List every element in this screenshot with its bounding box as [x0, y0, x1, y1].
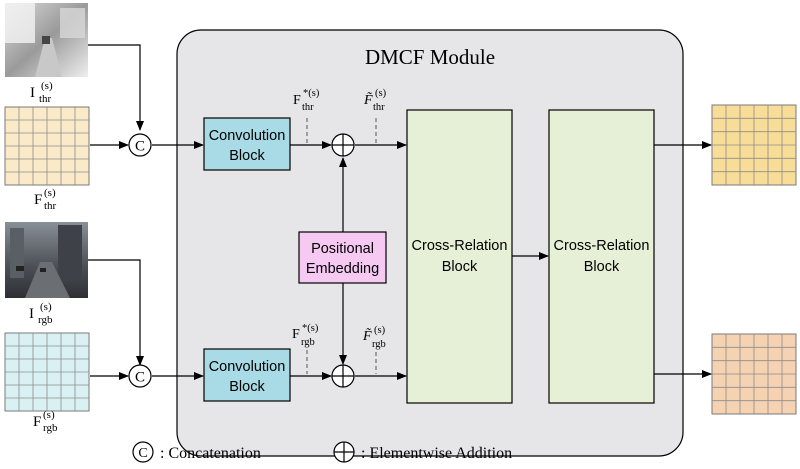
svg-text:F: F [33, 414, 41, 430]
label-f-rgb: F (s) rgb [33, 409, 58, 434]
svg-text:Block: Block [442, 259, 478, 275]
svg-text:(s): (s) [375, 88, 387, 99]
svg-text:*(s): *(s) [302, 323, 319, 334]
legend-add-symbol [333, 441, 355, 463]
label-f-tilde-rgb: F̃ (s) rgb [362, 325, 386, 350]
label-i-rgb: I (s) rgb [29, 301, 53, 326]
thermal-image-icon [5, 3, 88, 77]
svg-text:Embedding: Embedding [306, 261, 379, 277]
svg-text:(s): (s) [41, 80, 53, 92]
cross-relation-block-2: Cross-Relation Block [548, 109, 655, 404]
svg-text:thr: thr [44, 200, 57, 212]
svg-text:I: I [30, 85, 35, 101]
legend-add-text: : Elementwise Addition [361, 445, 512, 462]
rgb-image-icon [5, 222, 88, 298]
svg-text:rgb: rgb [43, 422, 58, 434]
svg-text:Convolution: Convolution [209, 128, 286, 144]
svg-text:C: C [138, 446, 147, 461]
svg-text:F̃: F̃ [362, 328, 372, 344]
svg-text:rgb: rgb [38, 314, 53, 326]
label-f-star-rgb: F *(s) rgb [292, 323, 319, 348]
svg-text:(s): (s) [40, 301, 52, 313]
arrows [88, 44, 712, 380]
svg-text:(s): (s) [44, 187, 56, 199]
cross-relation-block-1: Cross-Relation Block [406, 109, 513, 404]
svg-text:F: F [34, 192, 42, 208]
svg-text:Block: Block [229, 148, 265, 164]
legend-concat-text: : Concatenation [160, 445, 261, 462]
svg-text:F: F [293, 93, 301, 108]
legend-concat-symbol: C [132, 441, 154, 463]
svg-text:thr: thr [39, 93, 52, 105]
svg-text:rgb: rgb [301, 337, 315, 348]
conv-block-rgb: Convolution Block [203, 348, 291, 402]
add-op-thr [331, 133, 355, 157]
concat-op-rgb: C [128, 364, 152, 388]
label-f-tilde-thr: F̃ (s) thr [363, 88, 387, 113]
svg-text:*(s): *(s) [303, 88, 320, 99]
svg-text:F̃: F̃ [363, 92, 373, 108]
svg-text:C: C [135, 370, 145, 386]
svg-text:I: I [29, 306, 34, 322]
positional-embedding-block: Positional Embedding [298, 231, 387, 284]
svg-text:C: C [135, 139, 145, 155]
output-grid-thr [711, 104, 797, 186]
dashed-connectors [306, 118, 377, 374]
add-op-rgb [331, 364, 355, 388]
svg-text:(s): (s) [43, 409, 55, 421]
label-i-thr: I (s) thr [30, 80, 53, 105]
svg-text:Cross-Relation: Cross-Relation [554, 238, 650, 254]
svg-text:(s): (s) [374, 325, 386, 336]
conv-block-thr: Convolution Block [203, 117, 291, 171]
svg-text:Cross-Relation: Cross-Relation [412, 238, 508, 254]
feature-grid-thr [4, 106, 90, 186]
feature-grid-rgb [4, 332, 90, 412]
svg-text:thr: thr [373, 102, 385, 113]
svg-text:Positional: Positional [311, 241, 374, 257]
concat-op-thr: C [128, 133, 152, 157]
output-grid-rgb [711, 333, 797, 415]
svg-text:rgb: rgb [372, 339, 386, 350]
svg-text:thr: thr [302, 102, 314, 113]
label-f-star-thr: F *(s) thr [293, 88, 320, 113]
svg-text:Block: Block [229, 379, 265, 395]
svg-text:Block: Block [584, 259, 620, 275]
label-f-thr: F (s) thr [34, 187, 57, 212]
svg-text:F: F [292, 327, 300, 342]
module-title: DMCF Module [365, 45, 495, 69]
legend: C : Concatenation : Elementwise Addition [132, 441, 512, 463]
svg-text:Convolution: Convolution [209, 359, 286, 375]
